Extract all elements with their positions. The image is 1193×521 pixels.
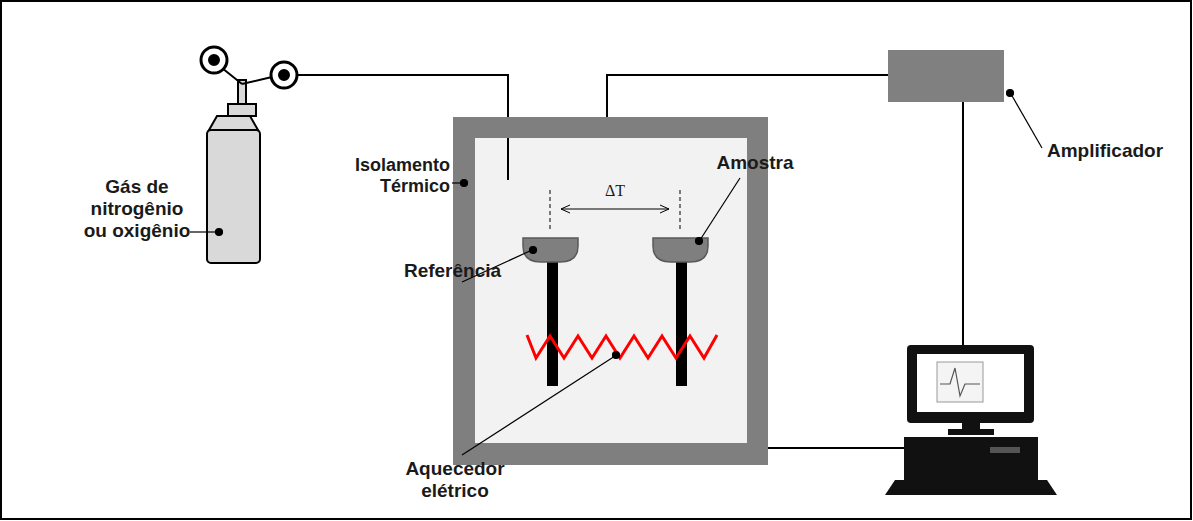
computer <box>885 345 1057 495</box>
gas-cylinder <box>201 47 297 263</box>
amplifier-box <box>888 50 1004 102</box>
gas-label: Gás de nitrogênio ou oxigênio <box>78 176 196 242</box>
amplifier-label: Amplificador <box>1035 140 1175 162</box>
sample-label: Amostra <box>705 152 805 174</box>
leader-lines <box>190 90 1042 456</box>
reference-label: Referência <box>390 260 515 282</box>
delta-t-label: ΔT <box>595 182 635 200</box>
insulation-label: Isolamento Térmico <box>340 155 450 196</box>
heater-label: Aquecedor elétrico <box>395 458 515 502</box>
crucibles <box>523 238 708 386</box>
heater-coil <box>527 335 717 358</box>
